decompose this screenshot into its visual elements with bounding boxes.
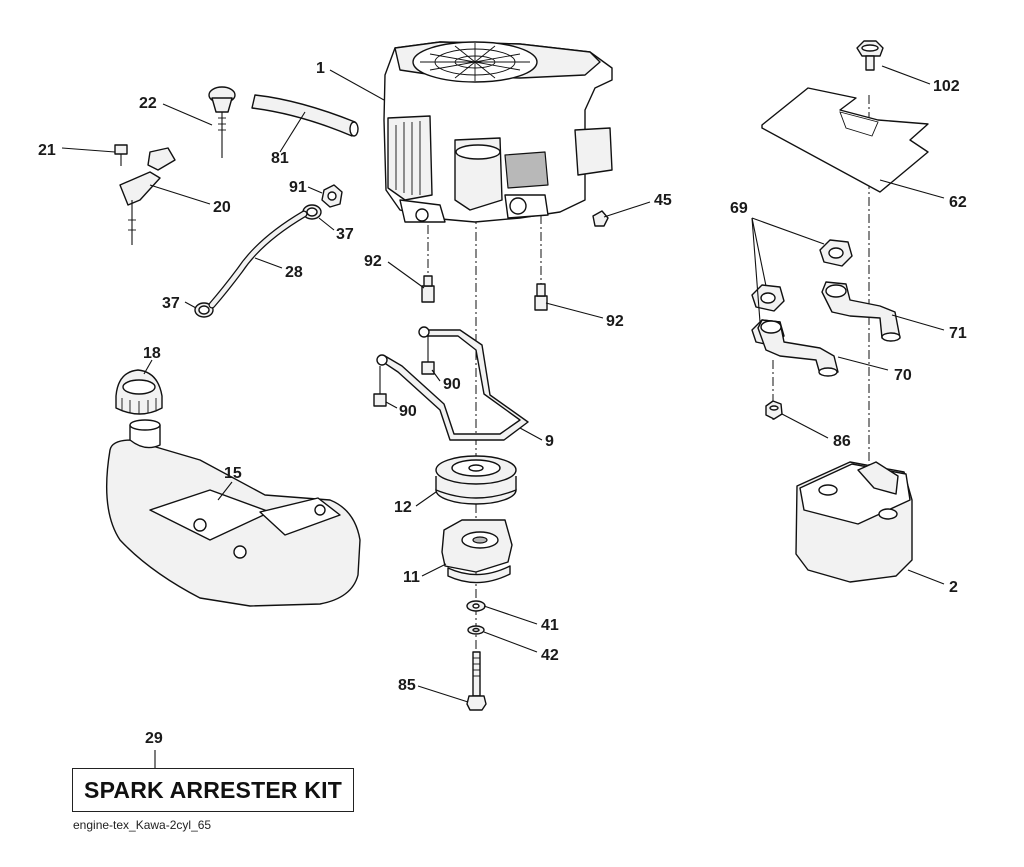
pulley-part-12[interactable] bbox=[435, 455, 517, 505]
spark-arrester-kit-box[interactable]: SPARK ARRESTER KIT bbox=[72, 768, 354, 812]
bracket-part[interactable] bbox=[119, 147, 176, 245]
callout-37-lower: 37 bbox=[162, 295, 180, 312]
callout-22: 22 bbox=[139, 95, 157, 112]
engine-part[interactable] bbox=[383, 41, 613, 223]
callout-62: 62 bbox=[949, 194, 967, 211]
knob-part-102[interactable] bbox=[856, 40, 884, 71]
fuel-line-part-28[interactable] bbox=[208, 210, 308, 309]
bolt-part-21[interactable] bbox=[114, 144, 128, 166]
gasket-part-69-middle[interactable] bbox=[751, 284, 785, 312]
callout-labels: 1 22 21 20 81 91 37 37 28 92 92 45 90 90… bbox=[38, 60, 967, 694]
bracket-frame-part-9[interactable] bbox=[376, 326, 529, 441]
clamp-part-37-lower[interactable] bbox=[194, 302, 214, 318]
gasket-part-69-top[interactable] bbox=[819, 239, 853, 267]
callout-70: 70 bbox=[894, 367, 912, 384]
callout-1: 1 bbox=[316, 60, 325, 77]
leader-lines bbox=[61, 65, 945, 768]
callout-15: 15 bbox=[224, 465, 242, 482]
callout-28: 28 bbox=[285, 264, 303, 281]
part-45[interactable] bbox=[592, 201, 651, 227]
callout-41: 41 bbox=[541, 617, 559, 634]
heat-shield-part-62[interactable] bbox=[761, 87, 929, 193]
callout-91: 91 bbox=[289, 179, 307, 196]
callout-9: 9 bbox=[545, 433, 554, 450]
callout-90-right: 90 bbox=[443, 376, 461, 393]
callout-85: 85 bbox=[398, 677, 416, 694]
exhaust-pipe-part-71[interactable] bbox=[821, 281, 901, 342]
callout-29: 29 bbox=[145, 730, 163, 747]
callout-21: 21 bbox=[38, 142, 56, 159]
exhaust-pipe-part-70[interactable] bbox=[757, 319, 839, 377]
fuel-cap-part-18[interactable] bbox=[115, 369, 163, 415]
washer-part-42[interactable] bbox=[467, 625, 485, 635]
clamp-part-37-upper[interactable] bbox=[302, 204, 322, 220]
fuel-tank-part-15[interactable] bbox=[106, 419, 361, 607]
bolt-part-85[interactable] bbox=[466, 651, 487, 711]
bolt-part-90-left[interactable] bbox=[373, 366, 387, 407]
nut-part-91[interactable] bbox=[321, 184, 343, 208]
callout-11: 11 bbox=[403, 569, 420, 586]
callout-92-left: 92 bbox=[364, 253, 382, 270]
callout-45: 45 bbox=[654, 192, 672, 209]
callout-42: 42 bbox=[541, 647, 559, 664]
bolt-part-90-right[interactable] bbox=[421, 336, 435, 375]
callout-102: 102 bbox=[933, 78, 960, 95]
bolt-part-92-left[interactable] bbox=[421, 275, 435, 303]
hose-part-81[interactable] bbox=[251, 94, 359, 137]
callout-69: 69 bbox=[730, 200, 748, 217]
bolt-part-92-right[interactable] bbox=[534, 283, 548, 311]
spark-arrester-kit-label: SPARK ARRESTER KIT bbox=[84, 776, 342, 803]
callout-37-upper: 37 bbox=[336, 226, 354, 243]
callout-86: 86 bbox=[833, 433, 851, 450]
muffler-part-2[interactable] bbox=[795, 461, 913, 583]
washer-part-41[interactable] bbox=[466, 600, 486, 612]
file-reference: engine-tex_Kawa-2cyl_65 bbox=[73, 818, 212, 832]
callout-20: 20 bbox=[213, 199, 231, 216]
callout-92-right: 92 bbox=[606, 313, 624, 330]
callout-71: 71 bbox=[949, 325, 967, 342]
callout-81: 81 bbox=[271, 150, 289, 167]
nut-part-86[interactable] bbox=[765, 400, 783, 420]
clutch-part-11[interactable] bbox=[441, 519, 513, 584]
control-knob-part[interactable] bbox=[208, 86, 236, 158]
callout-90-left: 90 bbox=[399, 403, 417, 420]
callout-12: 12 bbox=[394, 499, 412, 516]
callout-2: 2 bbox=[949, 579, 958, 596]
callout-18: 18 bbox=[143, 345, 161, 362]
